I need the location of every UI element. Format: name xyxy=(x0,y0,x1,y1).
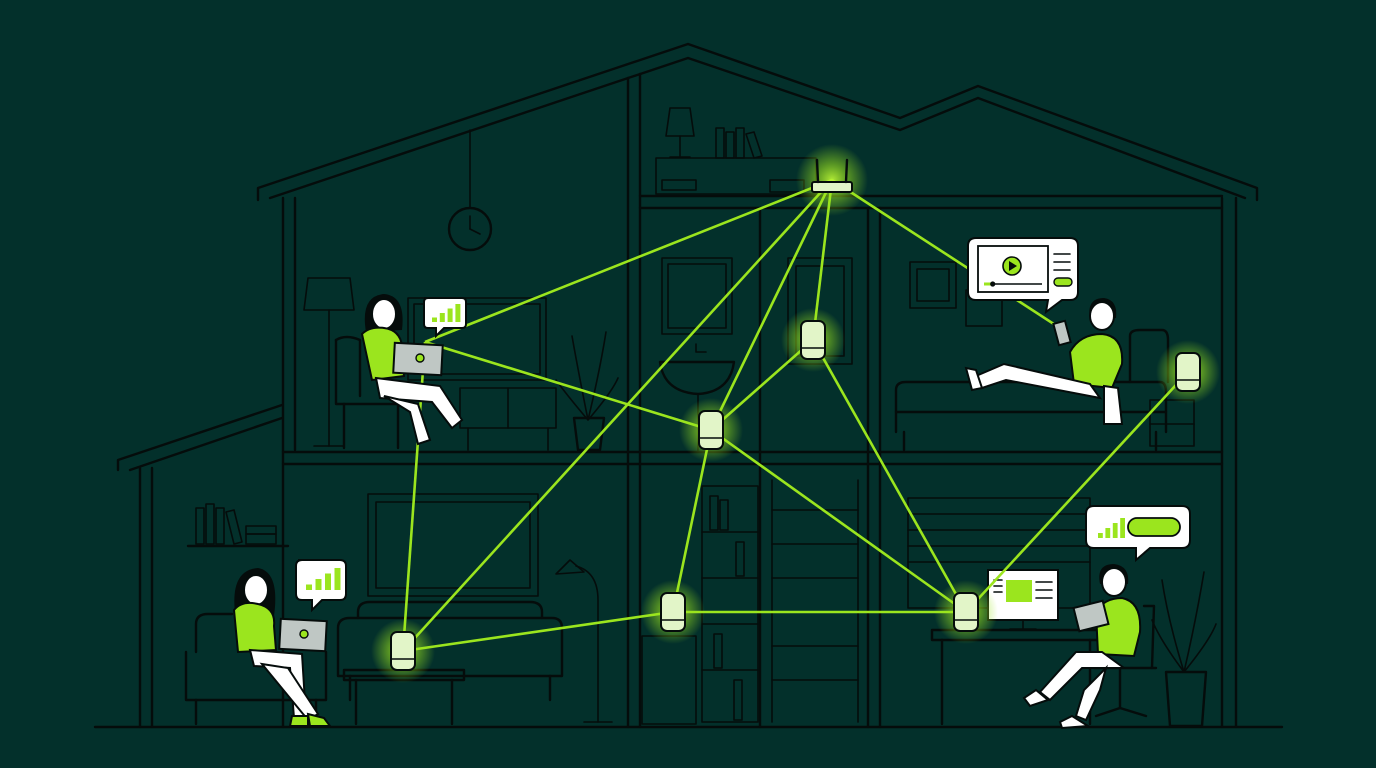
side-cabinet xyxy=(641,635,697,725)
link-downstairs-living-to-downstairs-stairs xyxy=(402,610,674,653)
desk xyxy=(930,628,1104,726)
floor-lamp xyxy=(303,277,355,447)
signal-bar xyxy=(1112,523,1118,538)
bath-mirror-inner xyxy=(667,263,727,329)
attic-shelf xyxy=(655,157,817,195)
status-pill xyxy=(1127,517,1181,537)
node-body xyxy=(800,320,826,360)
node-body xyxy=(1175,352,1201,392)
router-icon xyxy=(796,144,868,216)
signal-bar xyxy=(447,308,453,322)
person-tablet-office xyxy=(1022,564,1142,730)
signal-bars-icon xyxy=(432,304,461,322)
link-router-to-user-phone-bedroom xyxy=(831,178,1064,332)
mesh-extender-node xyxy=(934,580,998,644)
signal-bar xyxy=(1120,518,1125,538)
link-upstairs-center-to-downstairs-office xyxy=(710,428,967,614)
sofa xyxy=(336,600,564,702)
staircase xyxy=(771,479,859,723)
mesh-extender-node xyxy=(1156,340,1220,404)
signal-bubble-office xyxy=(1085,505,1191,563)
wall-tv-screen xyxy=(413,303,541,375)
wall-tv xyxy=(407,297,547,381)
signal-bar xyxy=(334,568,341,590)
signal-bar xyxy=(306,584,312,590)
link-upstairs-center-to-user-laptop-upstairs xyxy=(424,340,712,432)
signal-bar xyxy=(1105,528,1111,538)
phone-icon xyxy=(1052,319,1072,347)
bedroom-frame-1 xyxy=(909,261,957,309)
mesh-extender-node xyxy=(641,580,705,644)
node-body xyxy=(390,631,416,671)
mesh-extender-node xyxy=(371,619,435,683)
mesh-extender-node xyxy=(679,398,743,462)
signal-bar xyxy=(315,579,322,590)
link-router-to-downstairs-living xyxy=(402,179,833,652)
desktop-monitor xyxy=(987,569,1059,630)
router-antenna xyxy=(815,158,820,184)
video-progress-knob xyxy=(990,281,996,287)
tv-console xyxy=(459,387,557,451)
house-outline xyxy=(93,42,1284,729)
table-lamp xyxy=(665,107,695,158)
wall-art-inner xyxy=(375,501,531,589)
tablet-icon xyxy=(1072,599,1110,633)
main-roof-inner xyxy=(268,56,1247,200)
downstairs-living-room xyxy=(184,493,697,726)
signal-bar xyxy=(432,317,437,322)
wall-art xyxy=(367,493,539,597)
bookcase xyxy=(701,485,759,723)
signal-bar xyxy=(439,313,445,322)
attic-books xyxy=(715,127,763,159)
network-links xyxy=(401,178,1189,653)
signal-bubble-upstairs xyxy=(423,297,467,339)
signal-bar xyxy=(325,573,331,590)
link-router-to-user-laptop-upstairs xyxy=(424,178,833,344)
left-roof xyxy=(116,403,284,472)
nightstand xyxy=(1149,399,1195,447)
main-roof xyxy=(256,42,1259,202)
person-phone-bedroom xyxy=(964,298,1124,425)
node-body xyxy=(698,410,724,450)
video-bubble-bedroom xyxy=(967,237,1079,315)
bedroom-frame-1-inner xyxy=(916,268,950,302)
signal-bars-icon xyxy=(1098,518,1125,538)
router-antenna xyxy=(844,158,849,184)
wall-shelf-books xyxy=(186,503,290,548)
stairwell xyxy=(701,479,859,723)
link-router-to-upstairs-center xyxy=(709,179,834,431)
node-glow xyxy=(796,144,868,216)
node-body xyxy=(660,592,686,632)
upstairs-study xyxy=(303,129,619,452)
signal-bar xyxy=(455,304,461,322)
potted-plant-downstairs xyxy=(1151,571,1217,728)
wall-clock xyxy=(447,206,493,252)
node-body xyxy=(953,592,979,632)
bed xyxy=(894,328,1170,452)
person-laptop-downstairs xyxy=(232,568,332,727)
signal-bar xyxy=(1098,533,1103,538)
network-nodes xyxy=(371,144,1220,683)
mesh-extender-node xyxy=(781,308,845,372)
router-body xyxy=(811,181,853,193)
signal-bubble-downstairs xyxy=(295,559,347,613)
signal-bars-icon xyxy=(306,568,341,590)
attic-room xyxy=(655,107,817,195)
standing-lamp-downstairs xyxy=(555,559,613,723)
potted-plant-upstairs xyxy=(555,331,619,452)
left-roof-inner xyxy=(128,416,284,472)
link-upstairs-bath-to-downstairs-office xyxy=(811,339,968,613)
attic-box xyxy=(661,179,697,191)
link-downstairs-office-to-upstairs-bedroom xyxy=(965,371,1189,613)
bath-mirror xyxy=(661,257,733,335)
downstairs-office-room xyxy=(907,497,1217,728)
person-laptop-upstairs xyxy=(360,294,464,446)
